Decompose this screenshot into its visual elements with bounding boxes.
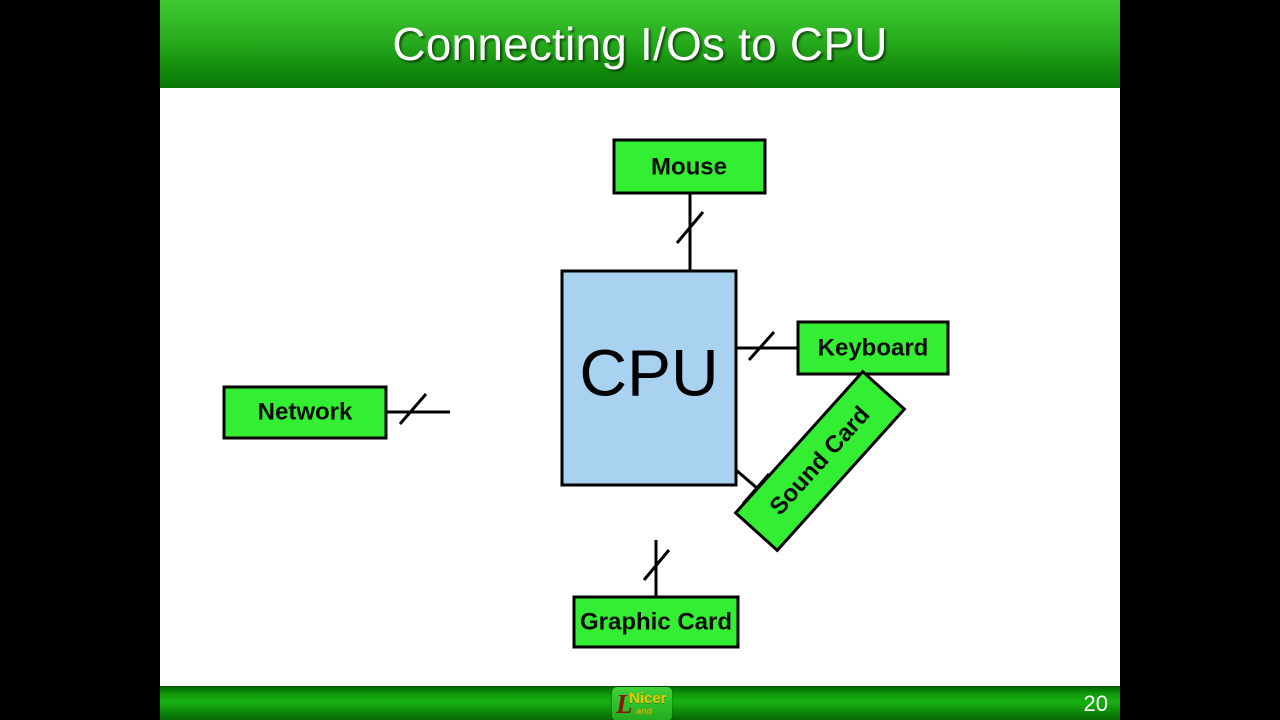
connector-cpu-keyboard [734, 331, 800, 361]
page-number: 20 [1083, 691, 1108, 716]
node-cpu-box[interactable] [560, 269, 738, 487]
bus-slash-graphic-card [642, 549, 671, 581]
node-keyboard[interactable]: Keyboard [796, 320, 950, 376]
node-network-label: Network [258, 398, 353, 425]
node-mouse-label: Mouse [651, 153, 727, 180]
slide-footer: L Nicer and 20 [160, 686, 1120, 720]
node-mouse-box[interactable] [612, 138, 767, 195]
bus-slash-network [398, 393, 428, 425]
diagram-svg: CPU Mouse Keyboard Network [222, 138, 950, 649]
node-sound-card[interactable]: Sound Card [733, 369, 907, 553]
slide-header: Connecting I/Os to CPU [160, 0, 1120, 88]
logo-l-glyph: L [616, 689, 633, 719]
node-graphic-card[interactable]: Graphic Card [572, 595, 740, 649]
diagram-canvas: CPU Mouse Keyboard Network [160, 88, 1120, 686]
node-cpu-label: CPU [579, 335, 718, 409]
page-title: Connecting I/Os to CPU [392, 18, 888, 70]
nicerland-logo[interactable]: L Nicer and [612, 687, 672, 720]
connector-graphic-card [642, 540, 671, 599]
node-network-box[interactable] [222, 385, 388, 440]
bus-slash-mouse [675, 211, 705, 244]
node-keyboard-label: Keyboard [818, 334, 929, 361]
node-graphic-card-box[interactable] [572, 595, 740, 649]
node-network[interactable]: Network [222, 385, 388, 440]
logo-name-text: Nicer [629, 690, 667, 707]
node-graphic-card-label: Graphic Card [580, 608, 732, 635]
connector-network [386, 393, 450, 425]
connector-mouse-cpu [675, 193, 705, 274]
bus-slash-keyboard [747, 331, 776, 361]
node-cpu[interactable]: CPU [560, 269, 738, 487]
slide: Connecting I/Os to CPU [160, 0, 1120, 720]
node-sound-card-box[interactable] [733, 369, 907, 553]
node-keyboard-box[interactable] [796, 320, 950, 376]
node-mouse[interactable]: Mouse [612, 138, 767, 195]
logo-suffix-text: and [636, 706, 653, 716]
